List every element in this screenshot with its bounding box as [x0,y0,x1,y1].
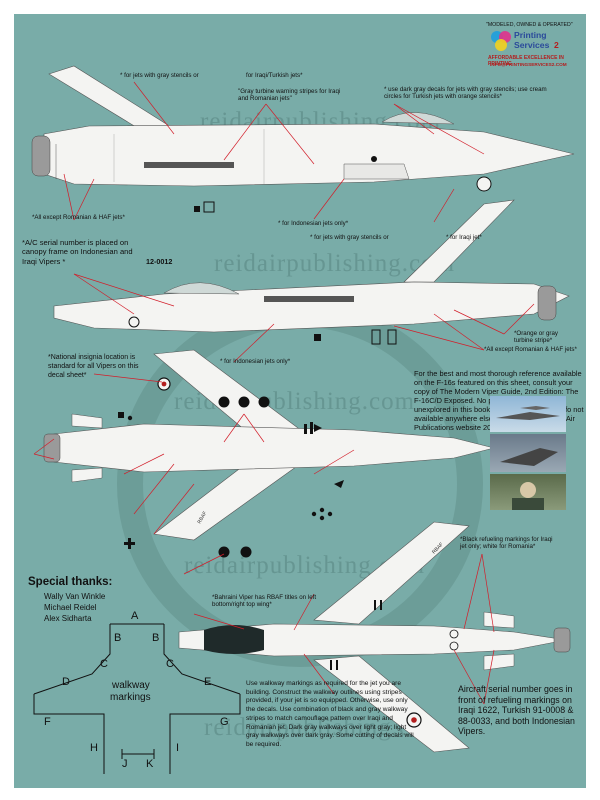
label-gray-stencils: * for jets with gray stencils or [120,72,199,79]
svg-text:RBAF: RBAF [197,510,209,525]
label-all-except-1: *All except Romanian & HAF jets* [32,214,125,221]
special-thanks-name: Alex Sidharta [44,614,92,623]
brand-number: 2 [554,40,559,50]
label-indonesian-1: * for Indonesian jets only* [278,220,349,227]
brand-name-line2: Services [514,40,550,50]
leader-lines [33,81,535,705]
walkway-caption-line1: walkway [112,680,150,691]
brand-logo-icon [490,30,512,52]
walkway-letter-b-left: B [114,632,122,644]
label-gray-stencils-2: * for jets with gray stencils or [310,234,389,241]
walkway-letter-e: E [204,676,212,688]
walkway-letter-c-right: C [166,658,174,670]
small-decal-marks [304,422,382,670]
label-iraqi-turkish: for Iraqi/Turkish jets* [246,72,303,79]
label-serial-note: *A/C serial number is placed on canopy f… [22,238,133,266]
brand-email: INFO@PRINTINGSERVICES2.COM [490,62,567,67]
label-gray-turbine: "Gray turbine warning stripes for Iraqi … [238,88,341,103]
walkway-letter-c-left: C [100,658,108,670]
brand-name-line1: Printing [514,30,547,40]
aircraft-side-profile-left [31,65,575,213]
artwork-canvas: RBAF RBAF [31,65,575,774]
walkway-letter-k: K [146,758,154,770]
reference-photo-pilot [490,474,566,510]
walkway-letter-b-right: B [152,632,160,644]
walkway-letter-f: F [44,716,51,728]
brand-slogan: AFFORDABLE EXCELLENCE IN PRINTING [488,55,564,67]
label-iraqi-2: * for Iraqi jet* [446,234,482,241]
label-black-refueling: *Black refueling markings for Iraqi jet … [460,536,553,551]
reference-photo-cockpit [490,434,566,472]
brand-tagline: "MODELED, OWNED & OPERATED" [486,22,573,28]
walkway-letter-h: H [90,742,98,754]
label-national-insignia: *National insignia location is standard … [48,354,139,379]
walkway-caption-line2: markings [110,692,151,703]
label-bahraini: *Bahraini Viper has RBAF titles on left … [212,594,317,609]
special-thanks-title: Special thanks: [28,576,113,588]
label-serial-value: 12-0012 [146,257,173,266]
aircraft-top-view: RBAF [43,349,495,558]
label-dark-gray-decals: * use dark gray decals for jets with gra… [384,86,547,101]
special-thanks-name: Michael Reidel [44,603,97,612]
special-thanks-name: Wally Van Winkle [44,592,106,601]
walkway-letter-j: J [122,758,128,770]
aircraft-bottom-view: RBAF [178,521,571,753]
label-walkway-instructions: Use walkway markings as required for the… [246,680,414,748]
label-all-except-2: *All except Romanian & HAF jets* [484,346,577,353]
walkway-diagram [33,623,241,774]
walkway-letter-g: G [220,716,229,728]
walkway-letter-i: I [176,742,180,754]
label-aircraft-serial: Aircraft serial number goes in front of … [458,684,575,737]
walkway-letter-d: D [62,676,70,688]
label-indonesian-2: * for Indonesian jets only* [220,358,291,365]
aircraft-side-profile-right [53,199,570,345]
reference-photo-jets [490,396,566,432]
label-orange-stripe: *Orange or gray turbine stripe* [514,330,559,345]
walkway-letter-a: A [131,610,139,622]
decal-sheet: reidairpublishing.com reidairpublishing.… [14,14,586,788]
